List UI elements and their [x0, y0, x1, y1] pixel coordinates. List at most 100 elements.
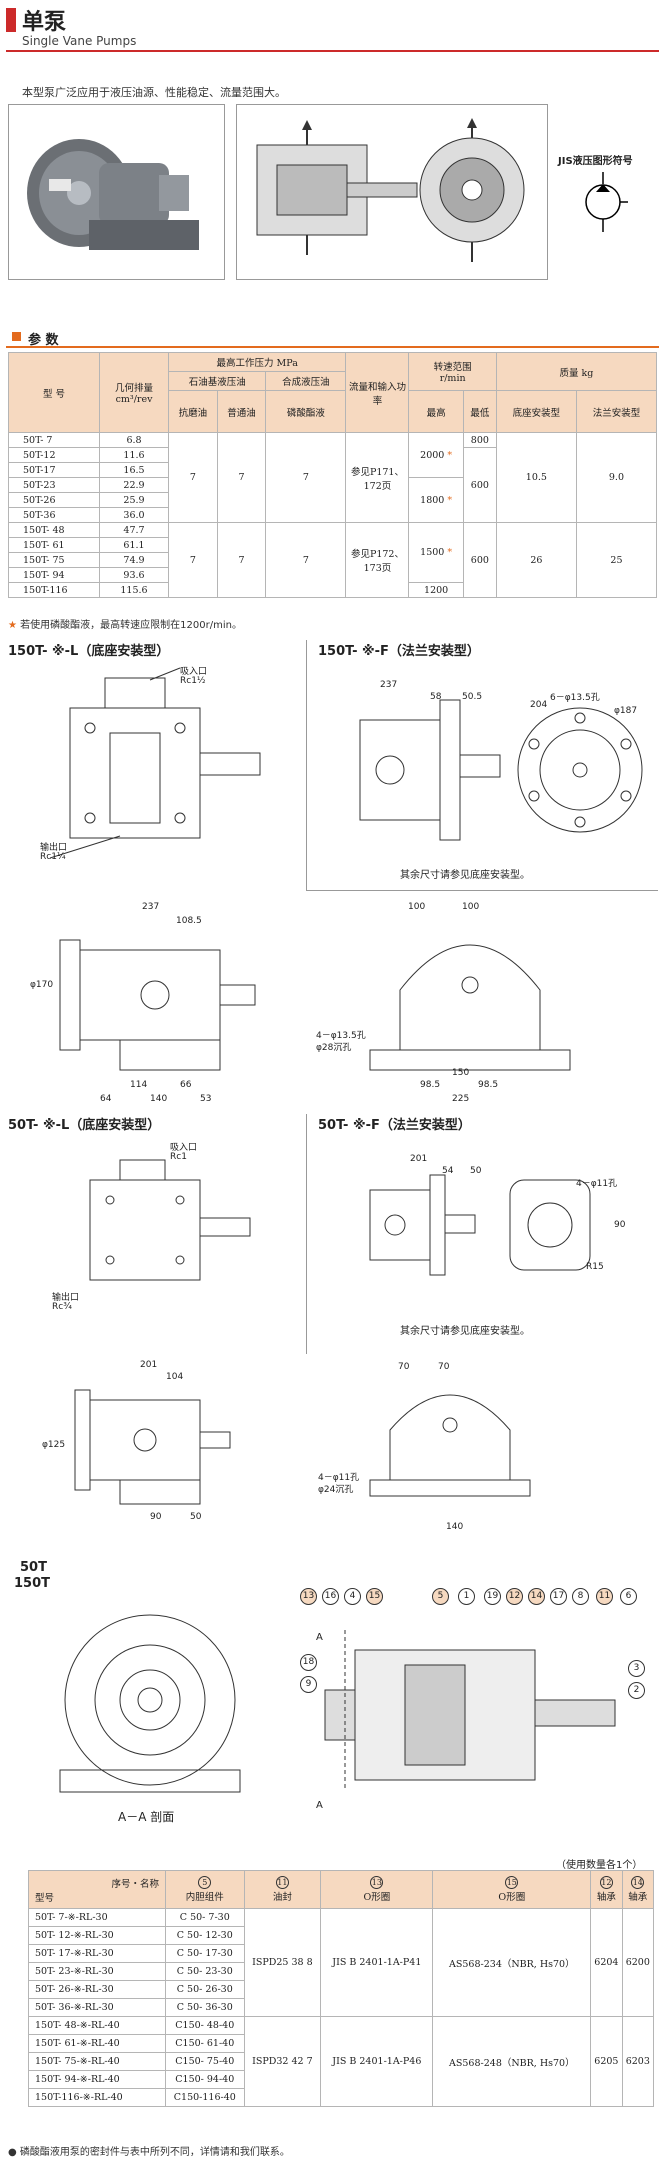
- dim-50L-201: 201: [140, 1360, 158, 1370]
- parts-bearing2-cell: 6200: [621, 1908, 655, 2017]
- dim-50-70a: 70: [398, 1362, 410, 1372]
- parts-model-cell: 150T- 61-※-RL-40: [28, 2034, 166, 2053]
- parts-oilseal-cell: ISPD25 38 8: [243, 1908, 322, 2017]
- spec-model-cell: 150T- 75: [8, 552, 100, 568]
- dim-50L-125: φ125: [42, 1440, 66, 1450]
- title-marker: [6, 8, 16, 32]
- page-title: 单泵: [22, 10, 67, 35]
- drawing-150T-front: [369, 944, 571, 1071]
- parts-kit-cell: C 50- 17-30: [165, 1944, 245, 1963]
- parts-bearing1-cell: 6204: [590, 1908, 623, 2017]
- callout-8: 8: [572, 1588, 589, 1605]
- dim-50F-holes: 4－φ11孔: [576, 1179, 618, 1189]
- parts-h-oil-cell: 11 油封: [243, 1870, 322, 1909]
- dim-150L-114: 114: [130, 1080, 148, 1090]
- footer-dot-icon: ●: [8, 2147, 17, 2158]
- cutaway-drawing: [236, 104, 548, 280]
- parts-model-cell: 150T- 75-※-RL-40: [28, 2052, 166, 2071]
- spec-h-disp-label: 几何排量: [114, 383, 153, 394]
- parts-h-oilseal: 油封: [272, 1892, 292, 1903]
- outlet-label-150: 输出口: [40, 843, 68, 853]
- parts-kit-cell: C 50- 36-30: [165, 1998, 245, 2017]
- callout-18: 18: [300, 1654, 317, 1671]
- spec-h-mass: 质量 kg: [495, 352, 658, 391]
- spec-max-speed-cell: 1800 *: [408, 477, 464, 523]
- spec-model-cell: 150T-116: [8, 582, 100, 598]
- dim-150F-204: 204: [530, 700, 548, 710]
- parts-model-cell: 150T- 94-※-RL-40: [28, 2070, 166, 2089]
- footer-text: 磷酸酯液用泵的密封件与表中所列不同，详情请和我们联系。: [19, 2147, 290, 2158]
- section-label: A－A 剖面: [118, 1810, 175, 1824]
- jis-symbol: [585, 172, 628, 232]
- parts-bearing2-cell: 6203: [621, 2016, 655, 2107]
- spec-note-text: 若使用磷酸酯液，最高转速应限制在1200r/min。: [20, 620, 242, 631]
- parts-h-oring2: O形圈: [498, 1892, 526, 1903]
- callout-1: 1: [458, 1588, 475, 1605]
- callout-15: 15: [366, 1588, 383, 1605]
- spec-model-cell: 150T- 61: [8, 537, 100, 553]
- parts-kit-cell: C150- 75-40: [165, 2052, 245, 2071]
- parts-model-cell: 50T- 36-※-RL-30: [28, 1998, 166, 2017]
- callout-13: 13: [300, 1588, 317, 1605]
- spec-min-speed-cell: 600: [462, 447, 497, 523]
- cut-marker-top: A: [316, 1632, 323, 1643]
- callout-6: 6: [620, 1588, 637, 1605]
- parts-n-b1: 12: [599, 1876, 613, 1889]
- callout-4: 4: [344, 1588, 361, 1605]
- inlet-rc-50: Rc1: [170, 1152, 187, 1162]
- dim-50F-90: 90: [614, 1220, 626, 1230]
- section-front-view: [59, 1614, 241, 1793]
- jis-label: JIS液压图形符号: [558, 156, 633, 167]
- spec-disp-cell: 22.9: [99, 477, 169, 493]
- outlet-label-50: 输出口: [52, 1293, 80, 1303]
- parts-kit-cell: C 50- 7-30: [165, 1908, 245, 1927]
- section-title-50T: 50T: [20, 1560, 47, 1575]
- parts-model-cell: 50T- 12-※-RL-30: [28, 1926, 166, 1945]
- note-star-icon: ★: [8, 620, 17, 631]
- dim-150F-58: 58: [430, 692, 442, 702]
- params-heading: 参 数: [6, 328, 659, 348]
- section-title-150T: 150T: [14, 1576, 51, 1591]
- dim-50F-50: 50: [470, 1166, 482, 1176]
- parts-n-o2: 15: [505, 1876, 519, 1889]
- parts-kit-cell: C150- 61-40: [165, 2034, 245, 2053]
- spec-disp-cell: 93.6: [99, 567, 169, 583]
- parts-h-model: 型号: [35, 1892, 55, 1904]
- intro-text: 本型泵广泛应用于液压油源、性能稳定、流量范围大。: [22, 86, 286, 99]
- outlet-rc-150: Rc1¼: [40, 852, 66, 862]
- page-subtitle: Single Vane Pumps: [22, 34, 137, 48]
- parts-n-kit: 5: [198, 1876, 212, 1889]
- spec-pressure-cell: 7: [168, 432, 218, 523]
- pump-photo-illustration: [27, 139, 199, 250]
- parts-h-model-cell: 序号・名称型号: [28, 1870, 166, 1909]
- parts-n-oil: 11: [275, 1876, 289, 1889]
- pump-photo: [8, 104, 225, 280]
- spec-mass-foot-cell: 26: [495, 522, 577, 598]
- cutaway-svg: [256, 118, 525, 262]
- outlet-rc-50: Rc¾: [52, 1302, 72, 1312]
- see-foot-150: 其余尺寸请参见底座安装型。: [400, 870, 530, 881]
- spec-h-phosphate: 磷酸酯液: [265, 390, 347, 433]
- drawing-50T-L-side: [74, 1389, 231, 1505]
- spec-max-speed-cell: 2000 *: [408, 432, 464, 478]
- parts-model-cell: 50T- 7-※-RL-30: [28, 1908, 166, 1927]
- spec-h-disp-unit: cm³/rev: [115, 394, 153, 405]
- spec-mass-flange-cell: 25: [575, 522, 658, 598]
- callout-14: 14: [528, 1588, 545, 1605]
